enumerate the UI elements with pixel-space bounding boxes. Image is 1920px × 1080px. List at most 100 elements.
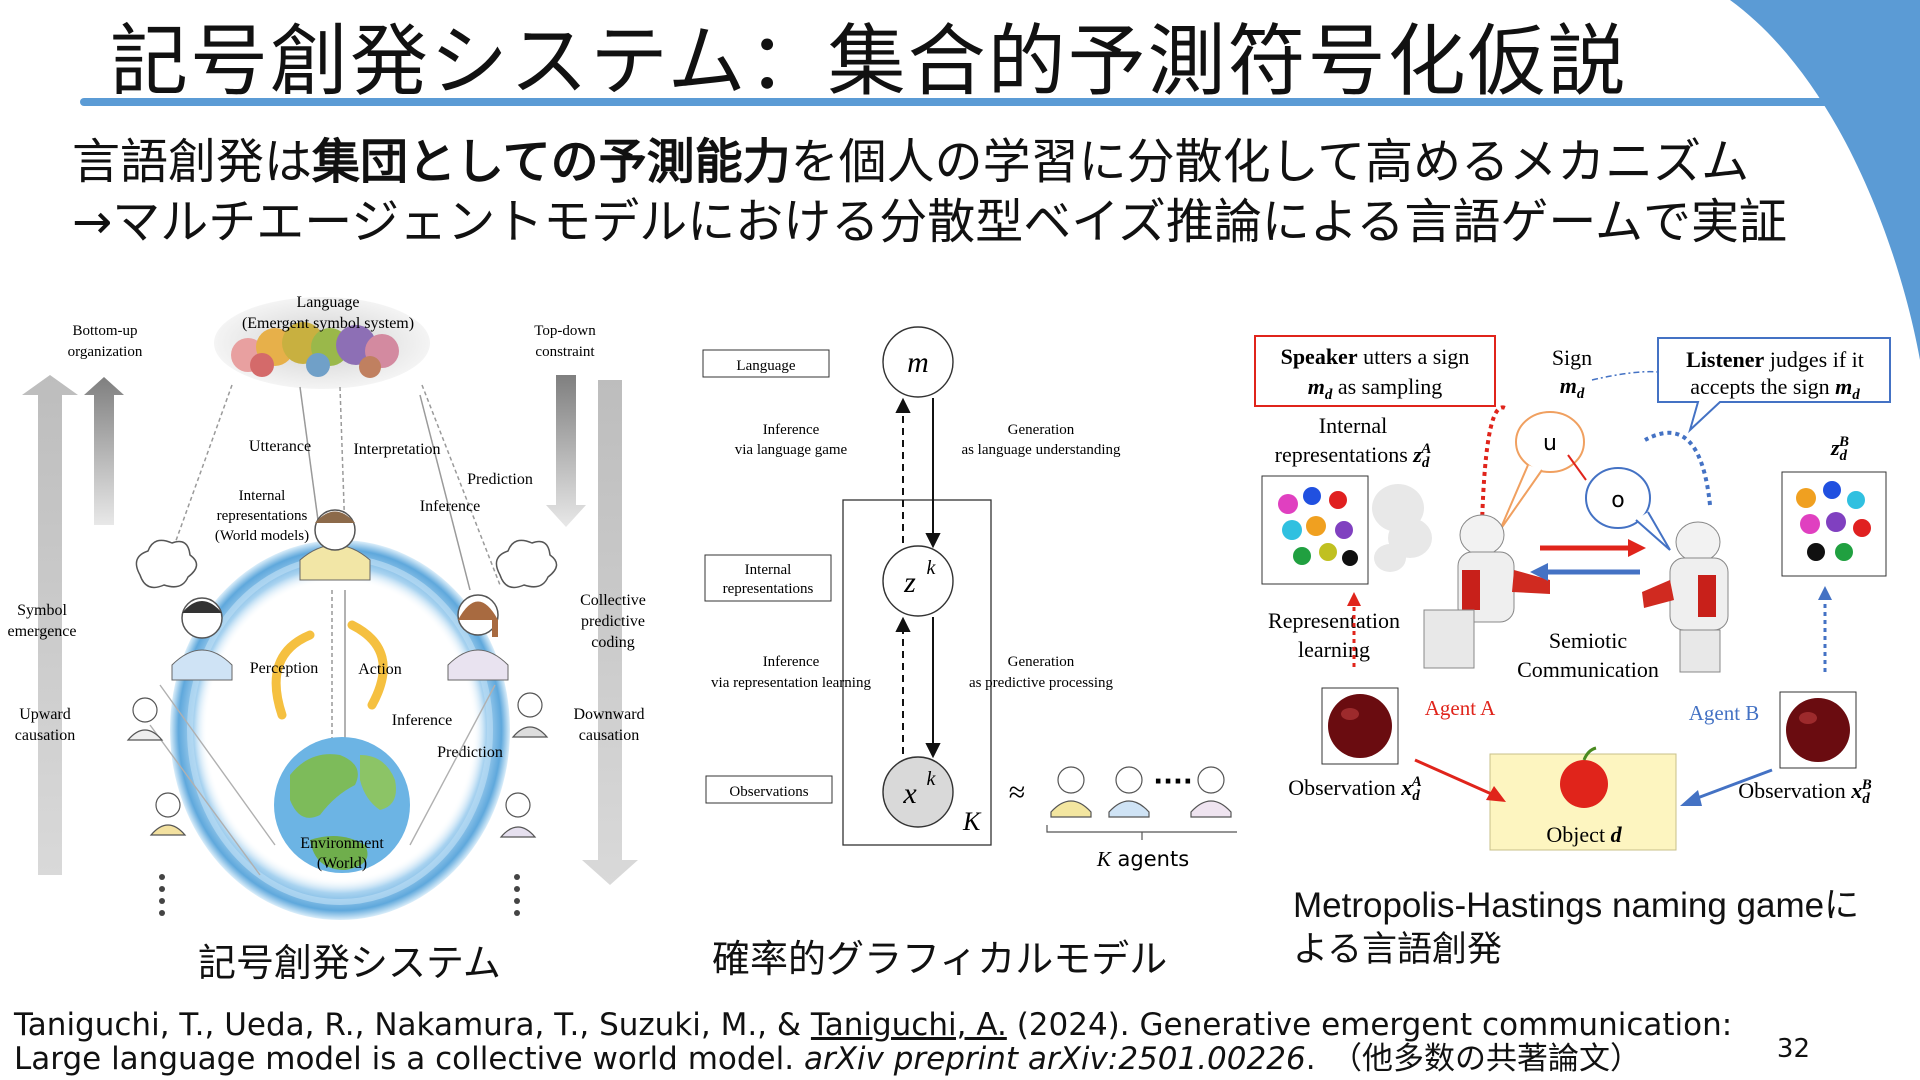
caption-graphical-model: 確率的グラフィカルモデル — [712, 937, 1168, 981]
svg-text:····: ···· — [1153, 767, 1193, 797]
observation-b-image — [1779, 691, 1857, 769]
svg-text:representations: representations — [217, 508, 308, 524]
svg-text:coding: coding — [591, 634, 635, 651]
bottom-up-small-arrow — [84, 377, 124, 525]
robot-agent-a — [1423, 514, 1550, 669]
svg-text:Utterance: Utterance — [249, 438, 311, 455]
page-title: 記号創発システム：集合的予測符号化仮説 — [110, 17, 1628, 107]
listener-box — [1657, 337, 1891, 434]
svg-text:constraint: constraint — [535, 344, 595, 360]
observation-a-image — [1321, 687, 1399, 765]
k-agents-label: K agents — [1096, 847, 1189, 871]
outer-person-avatars — [126, 692, 549, 838]
svg-text:Prediction: Prediction — [467, 471, 533, 488]
cluster-plot-a — [1261, 475, 1369, 585]
svg-text:Inference: Inference — [392, 712, 452, 729]
top-down-big-arrow — [582, 380, 638, 885]
svg-text:Semiotic: Semiotic — [1549, 628, 1627, 653]
svg-text:Environment: Environment — [300, 835, 384, 852]
svg-text:Communication: Communication — [1517, 657, 1659, 682]
svg-text:z: z — [903, 566, 916, 599]
svg-text:Representation: Representation — [1268, 608, 1400, 633]
cluster-plot-b — [1781, 471, 1887, 577]
svg-text:representations: representations — [723, 581, 814, 597]
reference-line-1: Taniguchi, T., Ueda, R., Nakamura, T., S… — [14, 1007, 1733, 1043]
graphical-model-figure: Language Internal representations Observ… — [702, 326, 1237, 871]
top-down-small-arrow — [546, 375, 586, 527]
ellipsis-dots — [159, 874, 520, 916]
approx-symbol: ≈ — [1009, 776, 1025, 809]
svg-text:causation: causation — [579, 727, 639, 744]
internal-box — [704, 554, 832, 602]
svg-text:m: m — [907, 346, 929, 379]
apple-object — [1560, 746, 1608, 808]
plate-K — [842, 499, 992, 846]
observations-box — [705, 775, 833, 804]
language-label: Language — [296, 294, 359, 311]
bottom-up-big-arrow — [22, 375, 78, 875]
svg-text:Prediction: Prediction — [437, 744, 503, 761]
svg-text:Listener judges if it: Listener judges if it — [1686, 347, 1864, 372]
svg-text:via language game: via language game — [735, 442, 848, 458]
language-box — [702, 349, 830, 378]
bubble-o — [1585, 467, 1671, 551]
svg-text:Downward: Downward — [573, 706, 644, 723]
svg-text:emergence: emergence — [8, 623, 77, 640]
svg-text:Generation: Generation — [1008, 654, 1075, 670]
speaker-box — [1254, 335, 1496, 407]
svg-text:Symbol: Symbol — [17, 602, 67, 619]
left-person-avatar — [171, 597, 233, 681]
svg-text:Observation xdB: Observation xdB — [1738, 777, 1872, 807]
symbol-emergence-figure: Language (Emergent symbol system) Bottom… — [8, 294, 646, 920]
svg-text:Object d: Object d — [1546, 822, 1622, 847]
svg-text:organization: organization — [68, 344, 143, 360]
action-arrow — [347, 620, 388, 710]
svg-text:Internal: Internal — [745, 562, 792, 578]
corner-decoration — [1730, 0, 1920, 360]
bubble-u — [1499, 411, 1585, 531]
node-z — [882, 545, 954, 617]
thought-clouds — [135, 539, 558, 589]
agent-a-label: Agent A — [1425, 696, 1496, 720]
svg-text:representations zdA: representations zdA — [1275, 441, 1432, 471]
svg-text:Internal: Internal — [1319, 413, 1387, 438]
svg-text:predictive: predictive — [581, 613, 645, 630]
agent-b-label: Agent B — [1689, 701, 1760, 725]
svg-text:learning: learning — [1298, 637, 1370, 662]
caption-symbol-emergence: 記号創発システム — [198, 941, 501, 985]
center-person-avatar — [299, 509, 371, 581]
svg-text:Speaker utters a sign: Speaker utters a sign — [1281, 344, 1470, 369]
world-ring — [170, 540, 510, 920]
subtitle-line-2: →マルチエージェントモデルにおける分散型ベイズ推論による言語ゲームで実証 — [72, 194, 1787, 250]
svg-text:md: md — [1560, 373, 1585, 402]
svg-text:x: x — [902, 777, 917, 810]
right-person-avatar — [447, 594, 509, 681]
svg-text:(World models): (World models) — [215, 528, 309, 544]
svg-text:Observations: Observations — [729, 784, 808, 800]
svg-text:causation: causation — [15, 727, 75, 744]
svg-text:Language: Language — [736, 358, 795, 374]
node-x — [882, 756, 954, 828]
svg-text:Inference: Inference — [763, 654, 820, 670]
svg-text:md as sampling: md as sampling — [1308, 374, 1443, 403]
svg-text:Sign: Sign — [1552, 345, 1592, 370]
svg-text:as language understanding: as language understanding — [961, 442, 1121, 458]
node-m — [882, 326, 954, 398]
agent-avatars — [1050, 766, 1232, 818]
svg-text:Collective: Collective — [580, 592, 646, 609]
svg-text:as predictive processing: as predictive processing — [969, 675, 1114, 691]
svg-text:Top-down: Top-down — [534, 323, 596, 339]
page-number: 32 — [1776, 1034, 1810, 1064]
svg-text:zdB: zdB — [1830, 434, 1849, 464]
exchange-arrows — [1530, 539, 1646, 581]
language-speech-bubbles — [231, 322, 399, 378]
svg-text:Inference: Inference — [763, 422, 820, 438]
svg-text:Interpretation: Interpretation — [353, 441, 440, 458]
svg-text:Action: Action — [358, 661, 402, 678]
thought-cloud-a — [1372, 484, 1432, 572]
svg-text:Generation: Generation — [1008, 422, 1075, 438]
robot-agent-b — [1642, 521, 1729, 673]
emergent-label: (Emergent symbol system) — [242, 315, 414, 332]
subtitle-line-1: 言語創発は集団としての予測能力を個人の学習に分散化して高めるメカニズム — [72, 134, 1750, 190]
svg-text:Inference: Inference — [420, 498, 480, 515]
